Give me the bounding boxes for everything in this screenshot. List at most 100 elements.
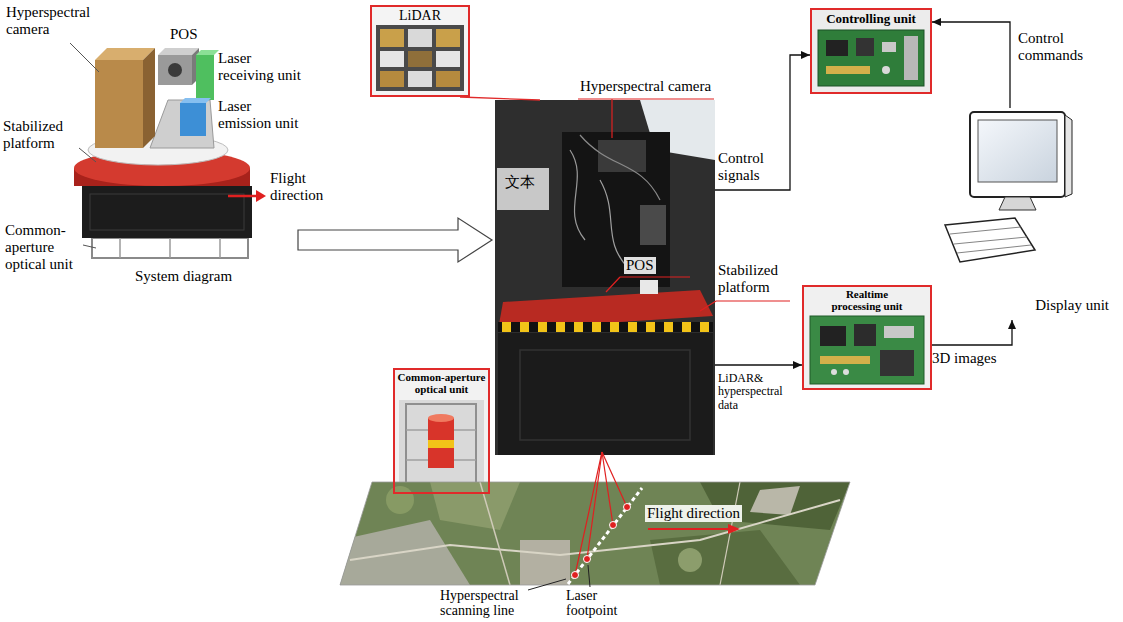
processing-board-photo xyxy=(804,287,930,388)
label-slot: Hyperspectral camera xyxy=(6,4,102,38)
installation-photo xyxy=(562,132,670,287)
hazard-stripes xyxy=(628,322,637,332)
display-unit: Display unit xyxy=(940,108,1115,320)
aerial-map xyxy=(720,482,740,585)
label-slot: Common- aperture optical unit xyxy=(5,222,81,272)
part-label: Laser receiving unit xyxy=(218,50,306,84)
controller-board-photo xyxy=(882,42,896,52)
system-rendering xyxy=(119,238,121,258)
optical-unit-photo xyxy=(428,440,454,448)
photo-leader-lines xyxy=(611,99,612,138)
scan-geometry xyxy=(610,522,617,529)
processing-unit-box: Realtime processing unit xyxy=(802,285,932,390)
system-rendering xyxy=(228,195,257,198)
arrow-head xyxy=(1008,320,1016,329)
node-text: LiDAR xyxy=(399,8,441,24)
scan-geometry xyxy=(728,524,740,534)
hazard-stripes xyxy=(592,322,601,332)
connector xyxy=(932,18,1010,108)
processing-board-photo xyxy=(831,369,837,375)
label-slot: Control commands xyxy=(1018,30,1102,64)
scan-geometry xyxy=(648,528,729,530)
part-label: Hyperspectral camera xyxy=(6,4,102,38)
label-slot: Laser footpoint xyxy=(566,589,638,618)
photo-leader-lines xyxy=(716,300,790,301)
controller-board-photo xyxy=(856,38,874,56)
system-rendering xyxy=(256,190,266,202)
connector-line xyxy=(715,364,802,365)
connector xyxy=(715,51,810,190)
controller-board-photo xyxy=(812,10,930,92)
node-text: Realtime processing unit xyxy=(821,288,913,313)
part-label: Laser footpoint xyxy=(566,589,638,618)
photo-leader-lines xyxy=(606,277,620,292)
hazard-stripes xyxy=(700,322,709,332)
connector-line xyxy=(460,97,540,100)
installation-photo xyxy=(495,100,715,455)
node-text: Display unit xyxy=(1035,297,1109,314)
label-slot: POS xyxy=(624,256,664,274)
part-label: POS xyxy=(170,26,206,43)
optical-unit-photo xyxy=(406,404,476,484)
scan-geometry xyxy=(568,488,642,584)
processing-board-photo xyxy=(820,356,870,364)
installation-photo xyxy=(498,333,713,455)
system-rendering xyxy=(180,98,211,103)
system-rendering xyxy=(158,48,199,55)
system-rendering xyxy=(70,43,99,72)
controller-board-photo xyxy=(826,40,848,56)
scan-geometry xyxy=(624,504,631,511)
label-slot: Flight direction xyxy=(270,170,340,204)
arrow-head xyxy=(793,361,802,369)
part-label: Laser emission unit xyxy=(218,98,306,132)
hazard-stripes xyxy=(664,322,673,332)
installation-photo xyxy=(495,100,715,455)
optical-unit-photo xyxy=(395,370,488,492)
processing-board-photo xyxy=(820,326,846,346)
hazard-stripes xyxy=(502,322,511,332)
processing-board-photo xyxy=(854,324,876,346)
installation-photo xyxy=(640,205,666,245)
node-text: Controlling unit xyxy=(826,12,916,27)
lidar-photo xyxy=(408,71,432,87)
label-slot: Stabilized platform xyxy=(3,118,77,152)
system-rendering xyxy=(90,194,244,230)
controller-board-photo xyxy=(882,66,890,74)
installation-photo xyxy=(520,350,690,440)
system-rendering xyxy=(143,48,155,148)
optical-unit-photo xyxy=(399,400,484,488)
connector-label: Control commands xyxy=(1018,30,1102,64)
hazard-stripes xyxy=(574,322,583,332)
hazard-stripes xyxy=(556,322,565,332)
label-slot: Hyperspectral camera xyxy=(580,78,716,95)
optical-unit-photo xyxy=(428,418,454,468)
controller-board-photo xyxy=(812,10,930,92)
part-label: Stabilized platform xyxy=(3,118,77,152)
optical-unit-photo xyxy=(395,370,488,492)
lidar-photo xyxy=(436,29,460,47)
controller-board-photo xyxy=(904,36,918,80)
label-slot: Hyperspectral scanning line xyxy=(440,589,540,618)
computer-icon xyxy=(954,237,1027,244)
computer-icon xyxy=(978,120,1057,182)
lidar-photo xyxy=(380,29,404,47)
aerial-map xyxy=(330,480,860,590)
system-rendering xyxy=(169,238,171,258)
arrow-head xyxy=(801,51,810,59)
label-slot: Flight direction xyxy=(645,504,753,522)
part-label: Flight direction xyxy=(270,170,340,204)
system-rendering xyxy=(168,63,182,77)
computer-icon xyxy=(1065,115,1072,197)
computer-icon xyxy=(957,245,1031,253)
map-border xyxy=(340,482,850,585)
photo-leader-lines xyxy=(620,276,690,277)
hazard-stripes xyxy=(520,322,529,332)
hazard-stripes xyxy=(682,322,691,332)
aerial-map xyxy=(750,486,800,515)
system-rendering xyxy=(150,100,214,148)
lidar-photo xyxy=(376,25,464,91)
label-slot: POS xyxy=(170,26,206,43)
system-rendering xyxy=(82,186,252,238)
lidar-photo xyxy=(436,71,460,87)
